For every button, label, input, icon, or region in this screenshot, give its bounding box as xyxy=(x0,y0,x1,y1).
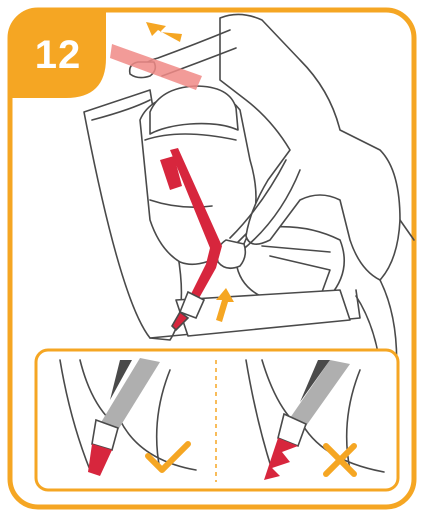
step-badge-background xyxy=(10,10,106,98)
arrow-icon xyxy=(146,22,182,42)
floor-mat xyxy=(176,290,350,336)
main-scene xyxy=(84,14,414,382)
person-hand-bottom xyxy=(217,240,245,268)
